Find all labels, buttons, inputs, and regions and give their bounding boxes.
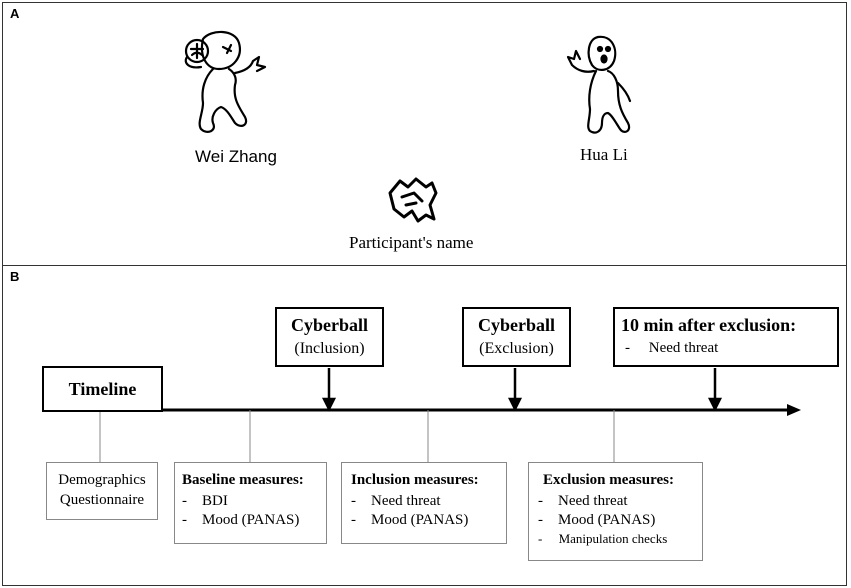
exclusion-item-3: - Manipulation checks xyxy=(538,531,668,546)
exclusion-measures-box: Exclusion measures: - Need threat - Mood… xyxy=(528,462,703,561)
demographics-line-2: Questionnaire xyxy=(59,492,145,508)
cyberball-inclusion-subtitle: (Inclusion) xyxy=(294,340,365,357)
inclusion-item-1: - Need threat xyxy=(351,493,441,509)
timeline-connectors xyxy=(99,368,801,462)
post-exclusion-arrowhead-icon xyxy=(707,397,723,412)
cyberball-inclusion-box: Cyberball (Inclusion) xyxy=(275,307,384,367)
cyberball-exclusion-subtitle: (Exclusion) xyxy=(479,340,554,357)
baseline-measures-box: Baseline measures: - BDI - Mood (PANAS) xyxy=(174,462,327,544)
timeline-arrowhead-icon xyxy=(787,404,801,416)
player-right-figure-icon xyxy=(566,35,632,134)
exclusion-measures-title: Exclusion measures: xyxy=(543,472,674,488)
panel-b-label: B xyxy=(10,269,20,284)
player-left-name: Wei Zhang xyxy=(195,147,277,166)
baseline-item-2: - Mood (PANAS) xyxy=(182,512,300,528)
participant-name-label: Participant's name xyxy=(349,233,474,252)
post-exclusion-item: - Need threat xyxy=(625,340,719,356)
baseline-measures-title: Baseline measures: xyxy=(182,472,304,488)
panel-a: A Wei Zhang xyxy=(2,2,847,267)
exclusion-item-1: - Need threat xyxy=(538,493,628,509)
panel-b: B Timeline Cyberball (Inclusion) xyxy=(2,265,847,586)
timeline-label: Timeline xyxy=(68,378,137,399)
cyberball-exclusion-title: Cyberball xyxy=(477,315,555,335)
player-right-name: Hua Li xyxy=(580,145,628,164)
exclusion-arrowhead-icon xyxy=(507,397,523,412)
timeline-label-box: Timeline xyxy=(42,366,163,412)
demographics-line-1: Demographics xyxy=(58,472,146,488)
cyberball-inclusion-title: Cyberball xyxy=(290,315,368,335)
demographics-box: Demographics Questionnaire xyxy=(46,462,158,520)
post-exclusion-title: 10 min after exclusion: xyxy=(621,315,797,335)
cyberball-exclusion-box: Cyberball (Exclusion) xyxy=(462,307,571,367)
inclusion-item-2: - Mood (PANAS) xyxy=(351,512,469,528)
exclusion-item-2: - Mood (PANAS) xyxy=(538,512,656,528)
player-left-figure-icon xyxy=(184,30,267,133)
post-exclusion-box: 10 min after exclusion: - Need threat xyxy=(613,307,839,367)
inclusion-measures-box: Inclusion measures: - Need threat - Mood… xyxy=(341,462,507,544)
panel-a-label: A xyxy=(10,6,20,21)
inclusion-arrowhead-icon xyxy=(321,397,337,412)
inclusion-measures-title: Inclusion measures: xyxy=(351,472,479,488)
baseline-item-1: - BDI xyxy=(182,493,228,509)
participant-hand-icon xyxy=(388,177,438,223)
